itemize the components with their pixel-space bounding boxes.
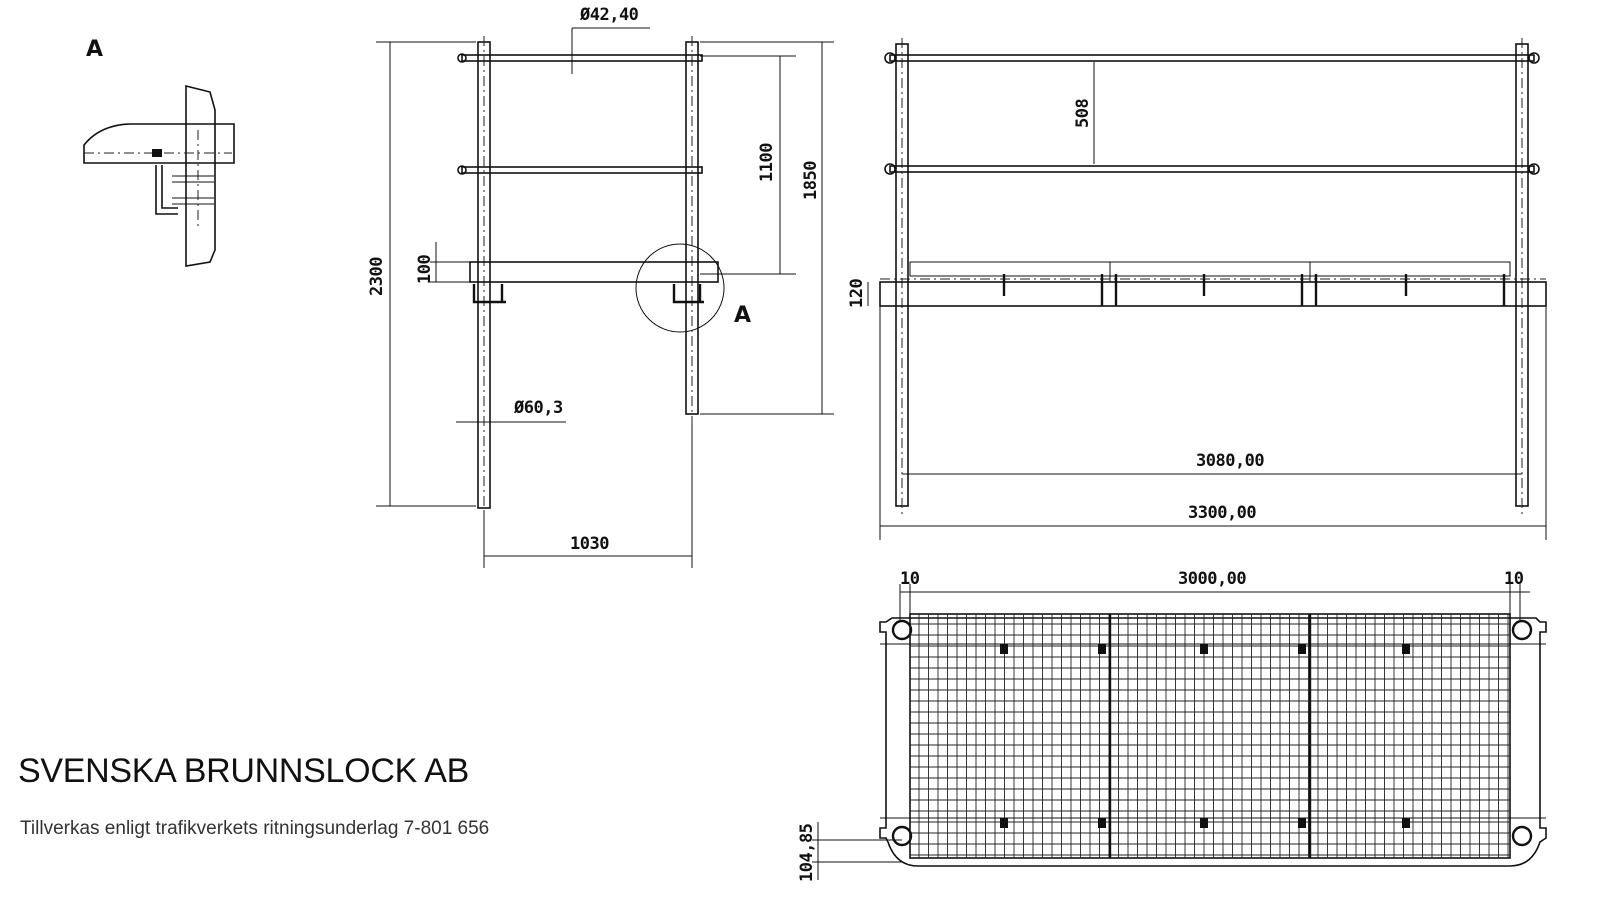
dim-width: 1030	[570, 534, 609, 554]
front-rail-middle-end-left	[884, 163, 896, 175]
side-bracket-right	[672, 284, 704, 304]
detail-post-section	[185, 84, 216, 267]
dim-platform: 120	[847, 279, 867, 308]
front-grating-top	[909, 261, 1511, 277]
side-platform	[469, 261, 719, 283]
dim-height-rail: 1850	[801, 161, 821, 200]
detail-grating-section	[83, 123, 235, 164]
side-rail-top-end	[457, 53, 467, 63]
plan-clips	[1000, 644, 1410, 828]
dim-post-diameter: Ø60,3	[513, 398, 563, 418]
company-name: SVENSKA BRUNNSLOCK AB	[18, 752, 469, 790]
plan-frame	[879, 617, 1547, 867]
front-view: 508 120 3080,00 3300,00	[847, 38, 1547, 540]
detail-callout-circle	[635, 243, 725, 333]
detail-a-view: A	[83, 37, 235, 267]
dim-edge: 104,85	[797, 823, 817, 882]
front-rail-middle	[889, 165, 1535, 173]
plan-post-bottom-right	[1511, 825, 1533, 847]
side-rail-middle-end	[457, 165, 467, 175]
dim-grating-width: 3000,00	[1178, 569, 1246, 589]
dim-rail-diameter: Ø42,40	[579, 5, 639, 25]
front-rail-top	[889, 54, 1535, 62]
dim-left-gap: 10	[900, 569, 920, 589]
dim-inner-width: 3080,00	[1196, 451, 1264, 471]
plan-post-bottom-left	[891, 825, 913, 847]
plan-post-top-left	[891, 619, 913, 641]
detail-bracket	[155, 165, 178, 215]
plan-grating-mesh	[910, 614, 1510, 858]
side-bracket-left	[472, 284, 506, 304]
front-fasteners	[1002, 274, 1506, 306]
side-rail-middle	[461, 166, 703, 174]
front-rail-top-end-left	[884, 52, 896, 64]
side-rail-top	[461, 54, 703, 62]
dim-height-top: 1100	[757, 143, 777, 182]
dim-outer-width: 3300,00	[1188, 503, 1256, 523]
dim-right-gap: 10	[1504, 569, 1524, 589]
front-platform	[879, 281, 1547, 307]
detail-a-label: A	[86, 37, 103, 62]
dim-step: 100	[415, 255, 435, 284]
detail-bolt	[152, 149, 162, 157]
front-rail-top-end-right	[1528, 52, 1540, 64]
drawing-subtitle: Tillverkas enligt trafikverkets ritnings…	[20, 818, 490, 839]
plan-view: 10 3000,00 10 104,85	[797, 569, 1547, 882]
plan-post-top-right	[1511, 619, 1533, 641]
side-view: A Ø42,40 2300 100 Ø60,3 1100 1850 1030	[367, 5, 834, 568]
plan-grating	[909, 613, 1511, 859]
dim-rail-spacing: 508	[1073, 99, 1093, 128]
detail-callout-label: A	[734, 303, 751, 328]
front-rail-middle-end-right	[1528, 163, 1540, 175]
dim-height-total: 2300	[367, 257, 387, 296]
